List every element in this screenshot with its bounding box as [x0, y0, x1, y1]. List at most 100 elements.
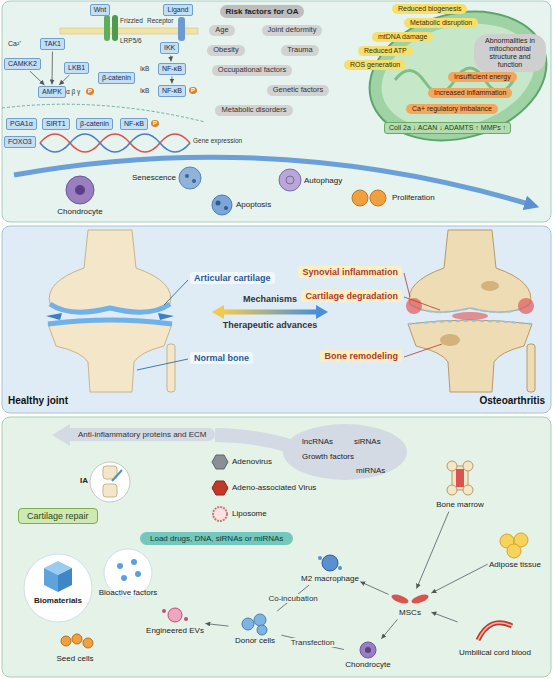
risk-factor-oval: Occupational factors: [212, 65, 292, 76]
receptor-symbol: [178, 17, 185, 41]
cartilage: [50, 304, 170, 312]
phospho-mark: P: [86, 88, 94, 95]
cell-membrane: [60, 28, 198, 34]
autophagy-cell: [279, 169, 301, 191]
cell-icon-node: Engineered EVs: [146, 604, 204, 636]
leader-line: [137, 359, 188, 370]
repair-box: Cartilage repair: [18, 508, 98, 524]
arrow-label: Mechanisms: [243, 294, 297, 304]
risk-heading-oval: Risk factors for OA: [220, 5, 305, 18]
route-label: IA: [80, 476, 88, 485]
node-text: Bone remodeling: [324, 351, 398, 361]
phospho-mark: P: [151, 120, 159, 127]
knee-icon: [103, 484, 117, 497]
tibia: [48, 320, 172, 392]
molecule-cloud: [283, 424, 407, 480]
scaffold-cube: [44, 568, 58, 592]
signal-molecule-box: AMPK: [38, 86, 66, 98]
node-text: Donor cells: [230, 636, 280, 645]
cell-nucleus: [365, 647, 371, 653]
cell-icon-node: Bioactive factors: [99, 558, 158, 598]
donor-cell: [242, 618, 254, 630]
node-text: Abnormalities in mitochondrial structure…: [479, 37, 541, 69]
connector-label: Transfection: [289, 638, 337, 647]
bottom-panel: [2, 417, 551, 677]
double-arrow: [224, 310, 316, 315]
node-text: TAK1: [44, 40, 61, 48]
oa-change-tag: Synovial inflammation: [298, 266, 402, 278]
process-name: Gene expression: [193, 137, 242, 144]
mitochondrion-outer: [355, 0, 553, 159]
chondrocyte-cell: [66, 176, 94, 204]
oa-change-tag: Cartilage degradation: [301, 290, 402, 302]
icon-disc: [24, 554, 92, 622]
signal-molecule-box: β-catenin: [98, 72, 135, 84]
mito-change-tag: mtDNA damage: [372, 32, 433, 42]
mitochondrion: [355, 0, 553, 159]
node-text: Cartilage repair: [27, 511, 89, 521]
msc-cell: [410, 593, 429, 606]
signal-molecule-box: Wnt: [90, 4, 110, 16]
risk-factor-oval: Obesity: [207, 45, 244, 56]
signal-molecule-box: FOXO3: [4, 136, 36, 148]
receptor-symbol: [104, 15, 110, 41]
connector: [431, 612, 457, 622]
cell-icon-node: MSCs: [390, 590, 430, 618]
chondrocyte-cell: [360, 642, 376, 658]
cell-state-label: Chondrocyte: [57, 207, 102, 216]
cell-state-label: Senescence: [132, 173, 176, 182]
node-text: Wnt: [94, 6, 106, 14]
node-text: Risk factors for OA: [226, 7, 299, 16]
cell-icon-node: Donor cells: [230, 612, 280, 646]
node-text: Ca+ regulatory imbalance: [412, 105, 492, 113]
bone-lesion: [440, 334, 460, 346]
node-text: mtDNA damage: [378, 33, 427, 41]
ev-icon: [168, 608, 182, 622]
meniscus: [158, 313, 174, 320]
marker-bar: Coll 2a ↓ ACAN ↓ ADAMTS ↑ MMPs ↑: [384, 122, 511, 134]
node-text: Synovial inflammation: [302, 267, 398, 277]
proliferating-cell: [370, 190, 386, 206]
dna-strand: [40, 134, 190, 152]
cell-icon-node: Chondrocyte: [345, 640, 390, 670]
node-text: IKK: [164, 44, 175, 52]
cell-state-label: Apoptosis: [236, 200, 271, 209]
autophagosome: [286, 176, 294, 184]
aav-icon: [212, 481, 228, 495]
cell-icon-node: Seed cells: [55, 630, 95, 664]
connector: [59, 75, 69, 85]
node-text: PGA1α: [10, 120, 33, 128]
degraded-cartilage: [410, 304, 530, 312]
connector: [431, 564, 487, 593]
joint-title: Healthy joint: [8, 395, 68, 407]
middle-panel: [2, 226, 551, 413]
mito-change-tag: Metabolic disruption: [404, 18, 478, 28]
bone-icon: [463, 461, 473, 471]
node-text: ROS generation: [350, 61, 400, 69]
node-text: Coll 2a ↓ ACAN ↓ ADAMTS ↑ MMPs ↑: [389, 124, 506, 132]
scaffold-cube: [58, 568, 72, 592]
phospho-mark: P: [189, 87, 197, 94]
femur: [49, 230, 171, 312]
node-text: NF-κB: [162, 87, 182, 95]
arrow-head: [212, 305, 224, 319]
cell-icon-node: Umbilical cord blood: [459, 614, 531, 658]
fibula: [167, 344, 175, 392]
signal-molecule-box: SIRT1: [42, 118, 70, 130]
ev-dot: [162, 609, 166, 613]
bone-icon: [447, 485, 457, 495]
connector: [381, 619, 397, 638]
donor-cell: [257, 625, 267, 635]
node-text: Obesity: [213, 46, 238, 55]
cell-icon-node: M2 macrophage: [301, 552, 359, 584]
vector-label: Adenovirus: [232, 457, 272, 466]
arrow-label: Therapeutic advances: [223, 320, 318, 330]
inflammation-spot: [518, 298, 534, 314]
connector: [52, 52, 53, 85]
cell-spot: [185, 174, 189, 178]
macrophage-icon: [322, 555, 338, 571]
node-text: Anti-inflammatory proteins and ECM: [78, 430, 207, 439]
ia-injection-icon: [90, 462, 130, 502]
connector: [417, 512, 449, 589]
